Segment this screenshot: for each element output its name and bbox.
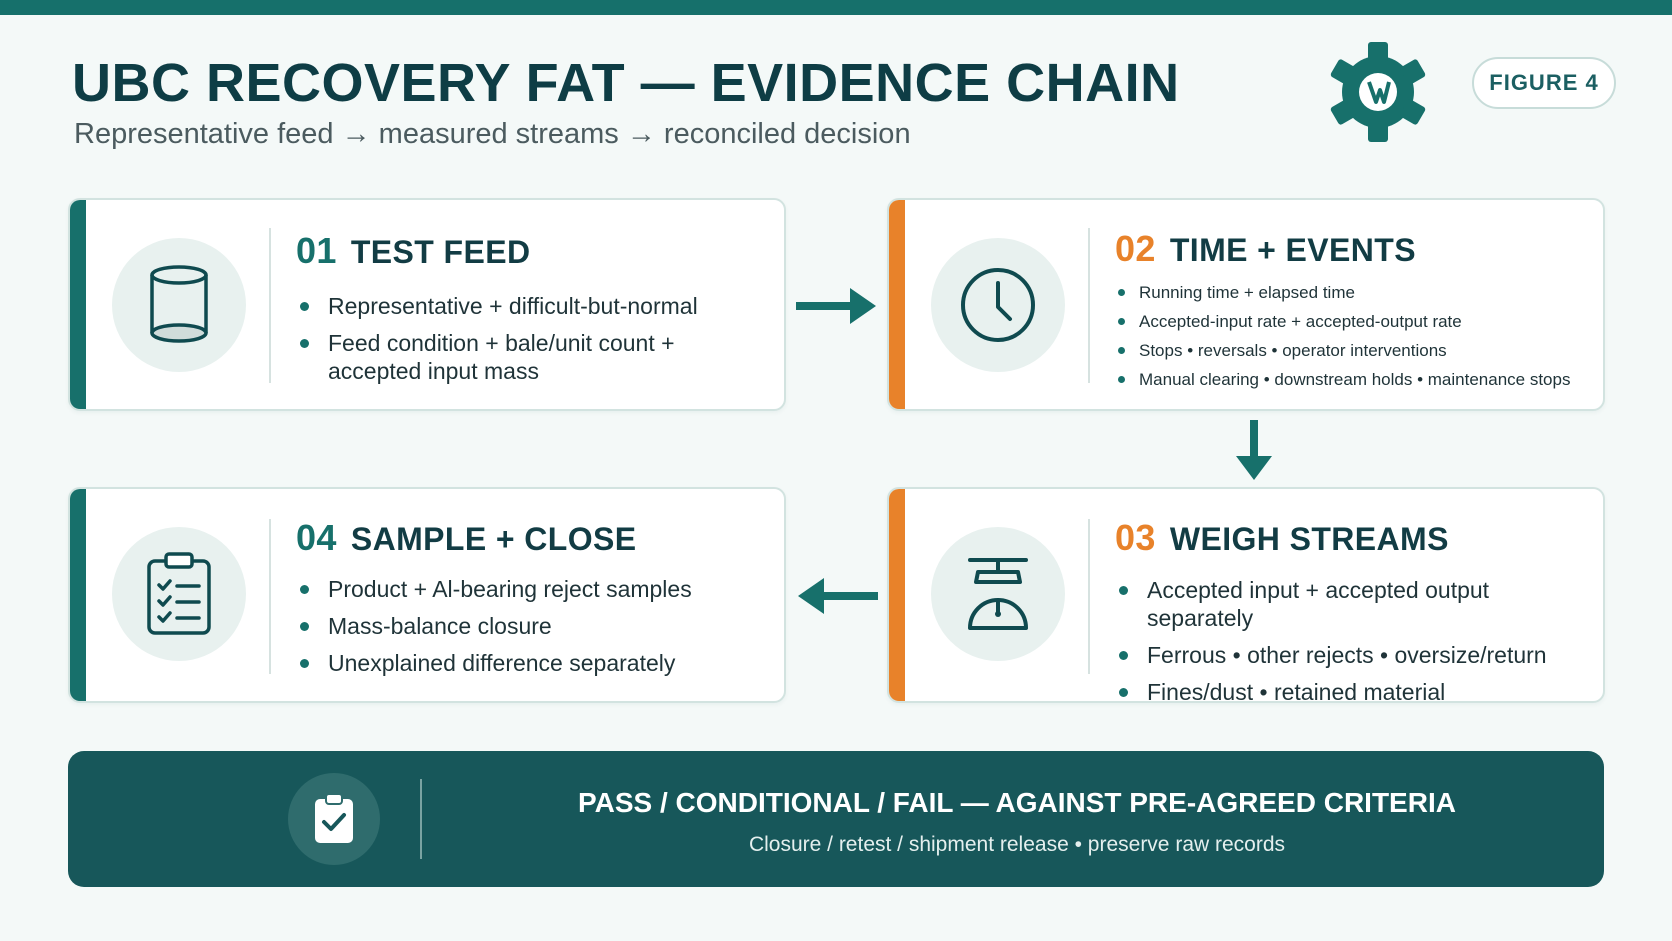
decision-banner: PASS / CONDITIONAL / FAIL — AGAINST PRE-… [68,751,1604,887]
bullet-item: Running time + elapsed time [1115,282,1595,303]
clipboard-checklist-icon [147,552,211,635]
step-title: 02 TIME + EVENTS [1115,228,1416,270]
card-accent-bar [889,200,905,409]
top-accent-bar [0,0,1672,15]
page-subtitle: Representative feed → measured streams →… [74,118,911,150]
bullet-item: Unexplained difference separately [296,649,766,677]
step-title-text: TEST FEED [350,234,531,270]
step-card-time-events: 02 TIME + EVENTS Running time + elapsed t… [887,198,1605,411]
scale-icon [968,558,1028,630]
step-title-text: SAMPLE + CLOSE [350,521,637,557]
page-title: UBC RECOVERY FAT — EVIDENCE CHAIN [72,53,1180,113]
card-divider [1088,228,1090,383]
step-card-weigh-streams: 03 WEIGH STREAMS Accepted input + accepte… [887,487,1605,703]
card-accent-bar [70,200,86,409]
banner-divider [420,779,422,859]
step-title: 01 TEST FEED [296,230,530,272]
bullet-item: Product + Al-bearing reject samples [296,575,766,603]
arrow-left-icon [798,578,878,614]
cylinder-icon [150,265,208,343]
step-card-sample-close: 04 SAMPLE + CLOSE Product + Al-bearing re… [68,487,786,703]
card-divider [269,519,271,674]
card-divider [269,228,271,383]
step-bullets: Accepted input + accepted output separat… [1115,576,1595,701]
bullet-item: Manual clearing • downstream holds • mai… [1115,369,1595,390]
gear-logo-icon [1330,42,1426,142]
step-number: 04 [296,517,337,558]
clipboard-check-icon [315,793,353,843]
bullet-item: Accepted-input rate + accepted-output ra… [1115,311,1595,332]
step-number: 03 [1115,517,1156,558]
card-divider [1088,519,1090,674]
step-bullets: Running time + elapsed time Accepted-inp… [1115,282,1595,398]
step-title: 03 WEIGH STREAMS [1115,517,1449,559]
bullet-item: Representative + difficult-but-normal [296,292,766,320]
step-number: 01 [296,230,337,271]
decision-subtitle: Closure / retest / shipment release • pr… [748,833,1286,856]
card-accent-bar [70,489,86,701]
step-bullets: Product + Al-bearing reject samples Mass… [296,575,766,686]
arrow-down-icon [1236,420,1272,480]
bullet-item: Ferrous • other rejects • oversize/retur… [1115,641,1595,669]
decision-title: PASS / CONDITIONAL / FAIL — AGAINST PRE-… [578,787,1456,818]
step-bullets: Representative + difficult-but-normal Fe… [296,292,766,394]
bullet-item: Fines/dust • retained material [1115,678,1595,701]
bullet-item: Stops • reversals • operator interventio… [1115,340,1595,361]
card-icon-circle [112,527,246,661]
card-icon-circle [112,238,246,372]
step-title: 04 SAMPLE + CLOSE [296,517,637,559]
clock-icon [961,268,1035,342]
figure-badge: FIGURE 4 [1472,57,1616,109]
step-title-text: TIME + EVENTS [1169,232,1416,268]
bullet-item: Mass-balance closure [296,612,766,640]
step-card-test-feed: 01 TEST FEED Representative + difficult-b… [68,198,786,411]
step-title-text: WEIGH STREAMS [1169,521,1449,557]
card-icon-circle [931,527,1065,661]
step-number: 02 [1115,228,1156,269]
bullet-item: Accepted input + accepted output separat… [1115,576,1595,632]
card-accent-bar [889,489,905,701]
banner-icon-circle [288,773,380,865]
bullet-item: Feed condition + bale/unit count + accep… [296,329,766,385]
arrow-right-icon [796,288,876,324]
card-icon-circle [931,238,1065,372]
